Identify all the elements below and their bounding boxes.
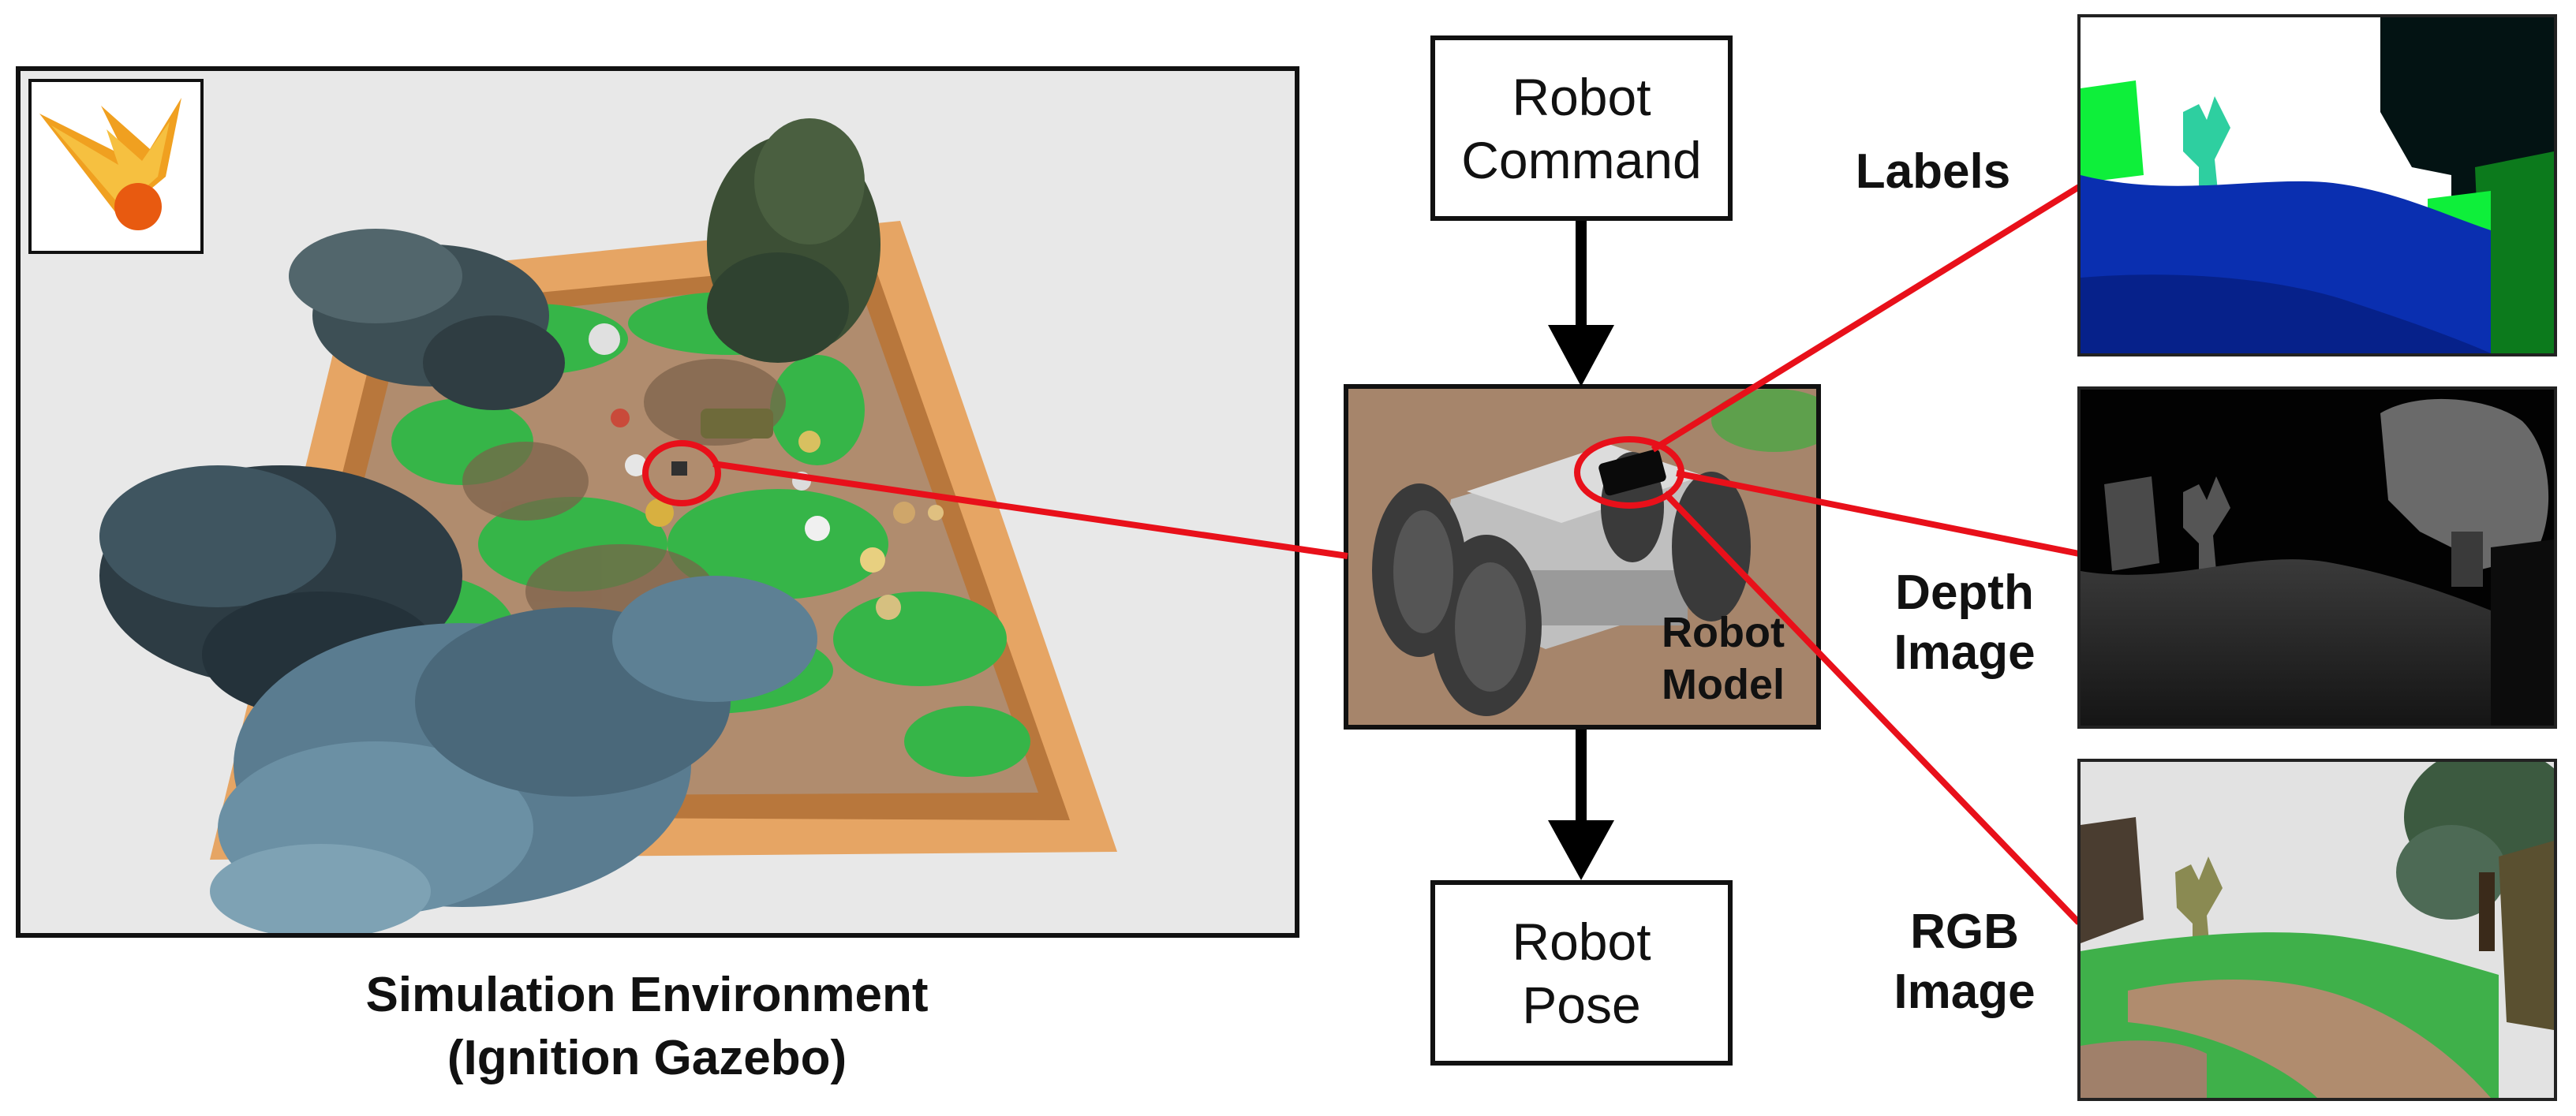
robot-model-image: [1348, 389, 1816, 725]
arrow-down-icon: [1548, 730, 1614, 880]
simulation-scene: [99, 118, 1117, 933]
labels-label: Labels: [1838, 142, 2028, 202]
rgb-image-label: RGB Image: [1870, 902, 2059, 1022]
caption-line-2: (Ignition Gazebo): [447, 1031, 847, 1085]
labels-label-line-1: Labels: [1855, 144, 2011, 199]
robot-pose-box: Robot Pose: [1430, 880, 1733, 1066]
rgb-label-line-2: Image: [1894, 965, 2036, 1019]
robot-pose-line-2: Pose: [1522, 975, 1641, 1034]
depth-image-label: Depth Image: [1870, 563, 2059, 683]
robot-command-line-2: Command: [1461, 130, 1702, 189]
robot-model-line-2: Model: [1662, 661, 1785, 708]
ignition-gazebo-logo: [39, 98, 181, 230]
depth-label-line-2: Image: [1894, 625, 2036, 680]
camera-to-depth-line: [1676, 470, 2080, 557]
robot-camera: [1598, 449, 1666, 496]
camera-to-rgb-line: [1662, 491, 2081, 925]
rgb-image-panel: [2077, 759, 2557, 1101]
caption-line-1: Simulation Environment: [365, 968, 929, 1022]
labels-image: [2081, 17, 2554, 353]
rgb-label-line-1: RGB: [1910, 905, 2019, 959]
depth-label-line-1: Depth: [1895, 565, 2034, 620]
labels-image-panel: [2077, 14, 2557, 356]
scene-to-robot-line: [712, 461, 1348, 559]
robot-pose-line-1: Robot: [1512, 912, 1651, 971]
camera-to-labels-line: [1651, 184, 2081, 453]
robot-command-box: Robot Command: [1430, 35, 1733, 221]
depth-image-panel: [2077, 386, 2557, 729]
simulation-environment-panel: [16, 66, 1299, 938]
robot-model-line-1: Robot: [1662, 609, 1785, 656]
arrow-down-icon: [1548, 221, 1614, 386]
robot-highlight-circle: [642, 440, 721, 506]
rgb-image: [2081, 762, 2554, 1098]
simulation-caption: Simulation Environment (Ignition Gazebo): [95, 964, 1199, 1090]
depth-image: [2081, 390, 2554, 726]
ignition-gazebo-logo-frame: [28, 79, 204, 254]
robot-command-line-1: Robot: [1512, 67, 1651, 126]
trees: [99, 118, 880, 933]
robot-model-label: Robot Model: [1662, 607, 1785, 711]
